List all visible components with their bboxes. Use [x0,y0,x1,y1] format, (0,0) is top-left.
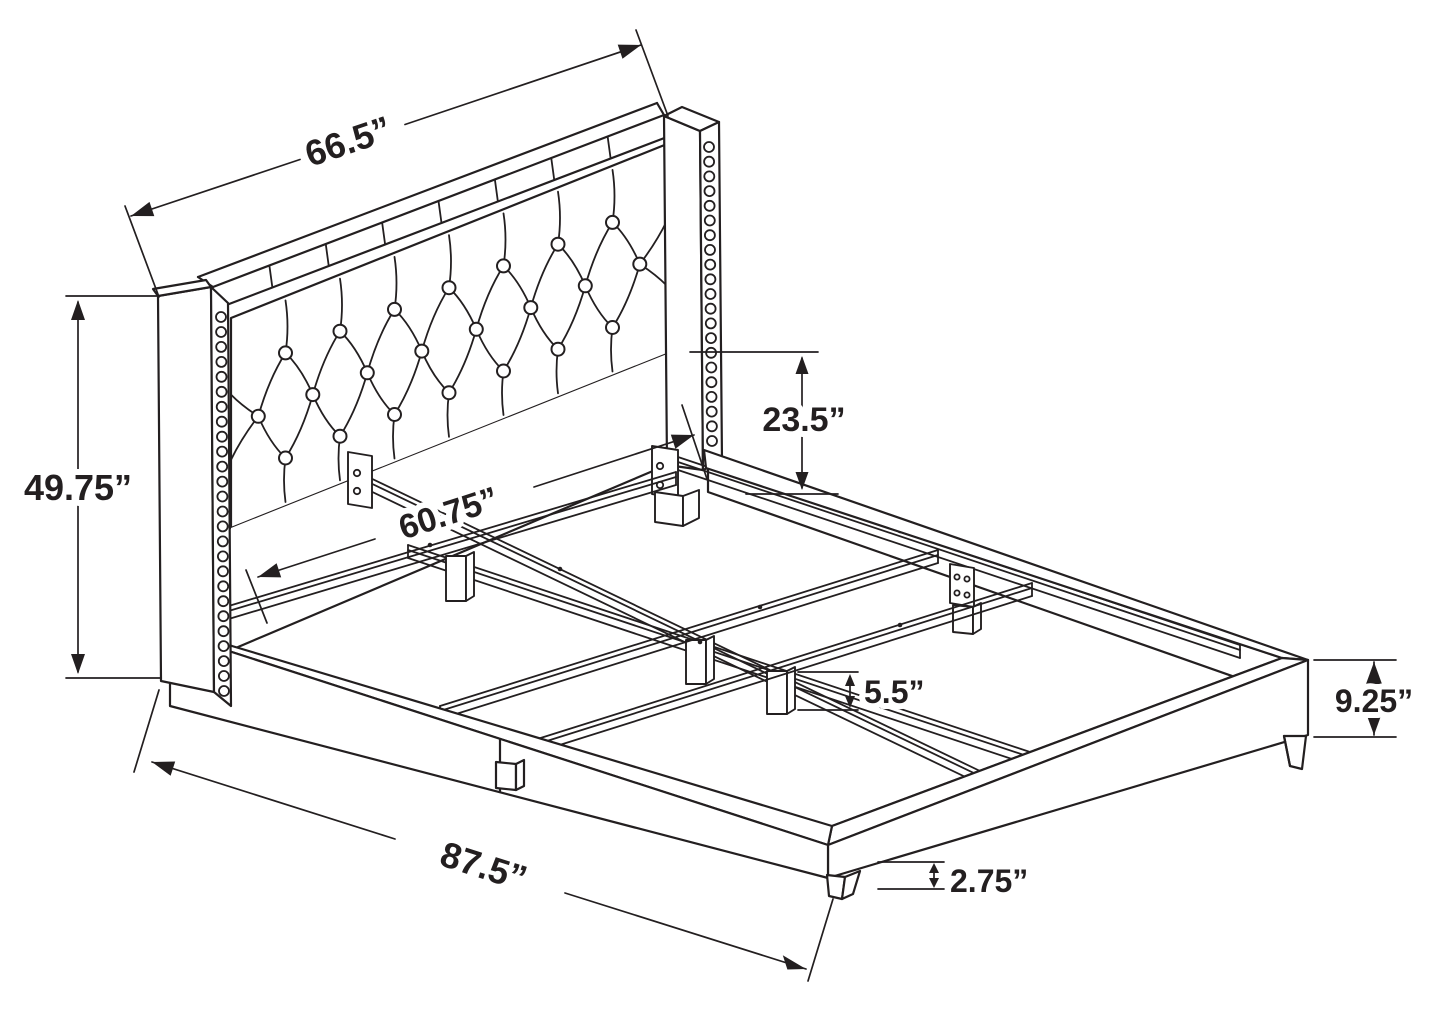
slat-support-legs [445,551,796,715]
mid-left-leg [494,760,518,792]
support-leg-2 [685,639,707,685]
frame-legs [494,734,1308,901]
mounting-brackets [347,445,982,635]
dimension-label-headboard-width: 66.5” [300,108,397,175]
screw-dots [427,528,903,645]
dimension-label-rail-to-headboard: 23.5” [762,401,845,439]
dimension-label-foot-leg-height: 2.75” [950,863,1028,899]
dimension-label-overall-length: 87.5” [436,833,532,899]
headboard-top-band-segments [268,135,612,289]
rail-cleat [654,491,684,527]
right-rail-top [702,448,1310,662]
nailhead-trim-right [703,141,718,447]
right-wing-post [662,105,724,472]
headboard-lower-panel [231,354,667,650]
dimension-label-frame-height: 9.25” [1335,683,1413,719]
nailhead-trim-left [215,311,230,697]
upholstered-frame [168,448,1310,901]
dimension-rail-to-headboard: 23.5” [689,351,852,495]
left-wing-post [151,278,233,708]
support-leg-1 [445,555,467,602]
headboard [196,101,669,652]
headboard-tufting [230,169,668,503]
dimension-label-slat-leg-height: 5.5” [864,674,924,710]
cross-slats [221,471,1033,755]
dimension-foot-leg-height: 2.75” [877,857,1034,905]
mid-bracket [949,563,975,608]
dimension-headboard-height: 49.75” [18,295,162,679]
support-leg-3 [766,670,788,715]
dimension-slat-leg-height: 5.5” [797,668,930,716]
dimension-frame-height: 9.25” [1313,659,1419,738]
head-bracket-left [347,451,373,509]
dimension-label-headboard-height: 49.75” [24,467,132,508]
